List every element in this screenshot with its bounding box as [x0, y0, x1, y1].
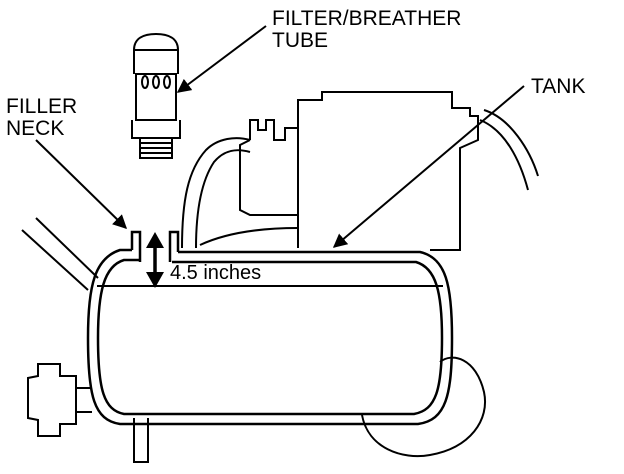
filler-leader: [35, 139, 128, 229]
filler-neck-label-line1: FILLER: [6, 95, 78, 118]
filler-neck-label: FILLER NECK: [6, 96, 77, 140]
measurement-label: 4.5 inches: [170, 262, 261, 284]
filter-breather-label-line2: TUBE: [272, 29, 329, 52]
tank-leader: [332, 85, 525, 248]
filter-breather-tube: [131, 32, 181, 159]
fuel-tank: [86, 248, 454, 426]
tank-label-text: TANK: [531, 75, 586, 98]
filter-breather-tube-label: FILTER/BREATHER TUBE: [272, 8, 461, 52]
measurement-label-text: 4.5 inches: [170, 262, 262, 284]
filter-leader: [176, 25, 267, 93]
dimension-arrow: [146, 232, 164, 288]
filter-breather-label-line1: FILTER/BREATHER: [272, 7, 462, 30]
filler-neck: [130, 230, 180, 262]
filler-neck-label-line2: NECK: [6, 117, 65, 140]
engine-outline: [21, 91, 539, 463]
tank-label: TANK: [531, 76, 585, 98]
leader-lines: [35, 25, 525, 248]
